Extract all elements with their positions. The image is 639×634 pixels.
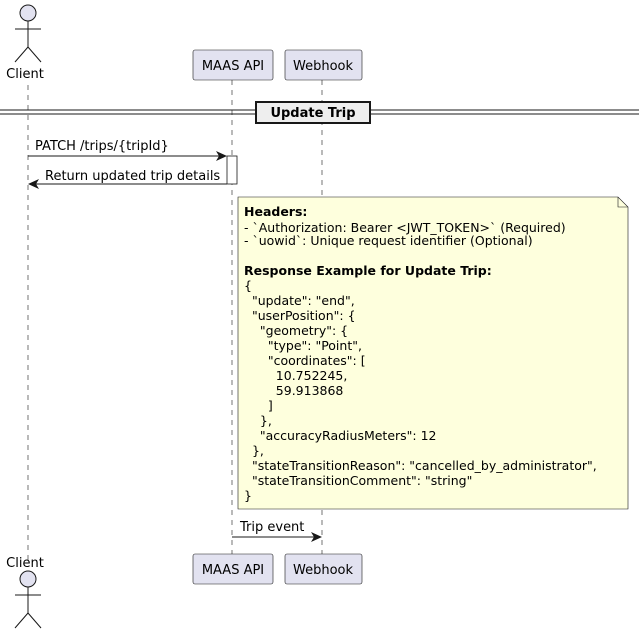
event-label: Trip event [239,520,304,535]
note-example-line: { [244,278,252,293]
note-example-line: "stateTransitionComment": "string" [244,473,472,488]
response-arrowhead [28,179,39,189]
note-example-line: "userPosition": { [244,308,356,323]
note-example-title: Response Example for Update Trip: [244,263,492,278]
api-activation-bar [226,155,238,185]
client-label-bottom: Client [6,556,44,571]
api-box-bottom [192,553,274,585]
api-box-top [192,49,274,81]
section-title: Update Trip [270,106,355,121]
response-label: Return updated trip details [45,169,220,184]
client-actor-top [14,4,42,63]
request-label: PATCH /trips/{tripId} [35,139,169,154]
note-example-line: }, [244,443,264,458]
api-label-top: MAAS API [202,59,264,74]
note-example-line: "update": "end", [244,293,355,308]
api-label-bottom: MAAS API [202,563,264,578]
request-arrowhead [216,151,227,161]
note-header-line: - `Authorization: Bearer <JWT_TOKEN>` (R… [244,220,566,235]
note-example-line: "accuracyRadiusMeters": 12 [244,428,437,443]
note-example-line: ] [244,398,273,413]
note-example-line: "geometry": { [244,323,348,338]
note-headers-title: Headers: [244,204,307,219]
event-arrowhead [311,532,322,542]
note [237,196,629,510]
webhook-label-top: Webhook [293,59,353,74]
note-header-line: - `uowid`: Unique request identifier (Op… [244,233,533,248]
note-example-line: }, [244,413,272,428]
note-example-line: 59.913868 [244,383,343,398]
note-example-line: } [244,488,252,503]
note-example-line: "coordinates": [ [244,353,366,368]
webhook-box-top [284,49,363,81]
webhook-label-bottom: Webhook [293,563,353,578]
client-label-top: Client [6,67,44,82]
section-divider [0,101,639,124]
webhook-box-bottom [284,553,363,585]
note-example-line: 10.752245, [244,368,347,383]
client-actor-bottom [14,570,42,629]
note-example-line: "stateTransitionReason": "cancelled_by_a… [244,458,597,473]
note-example-line: "type": "Point", [244,338,362,353]
